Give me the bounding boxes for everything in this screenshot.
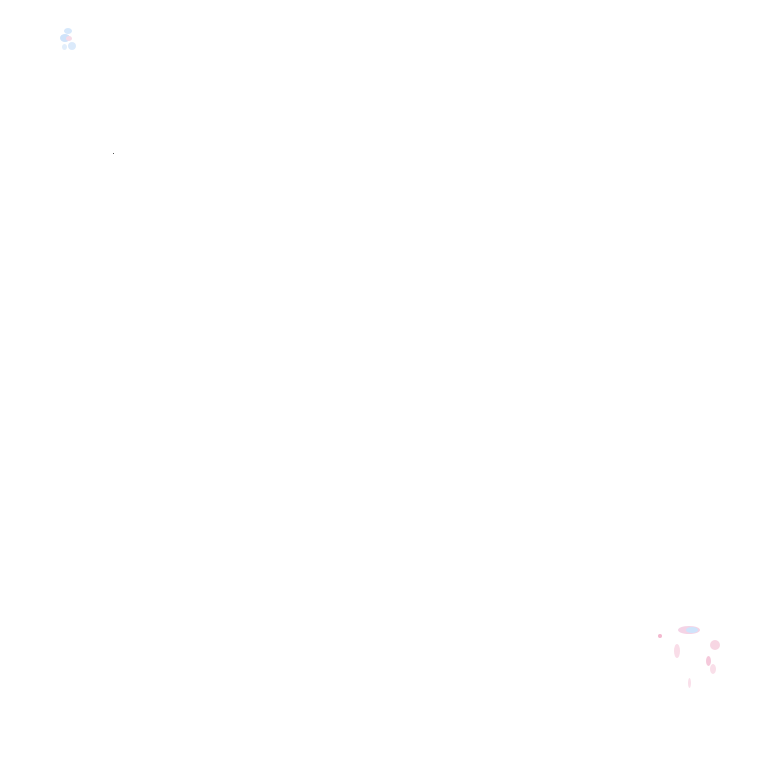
faint-artifact-top-left [58,28,80,54]
faint-artifact-bottom-right [650,620,735,695]
stray-dot [113,153,114,154]
